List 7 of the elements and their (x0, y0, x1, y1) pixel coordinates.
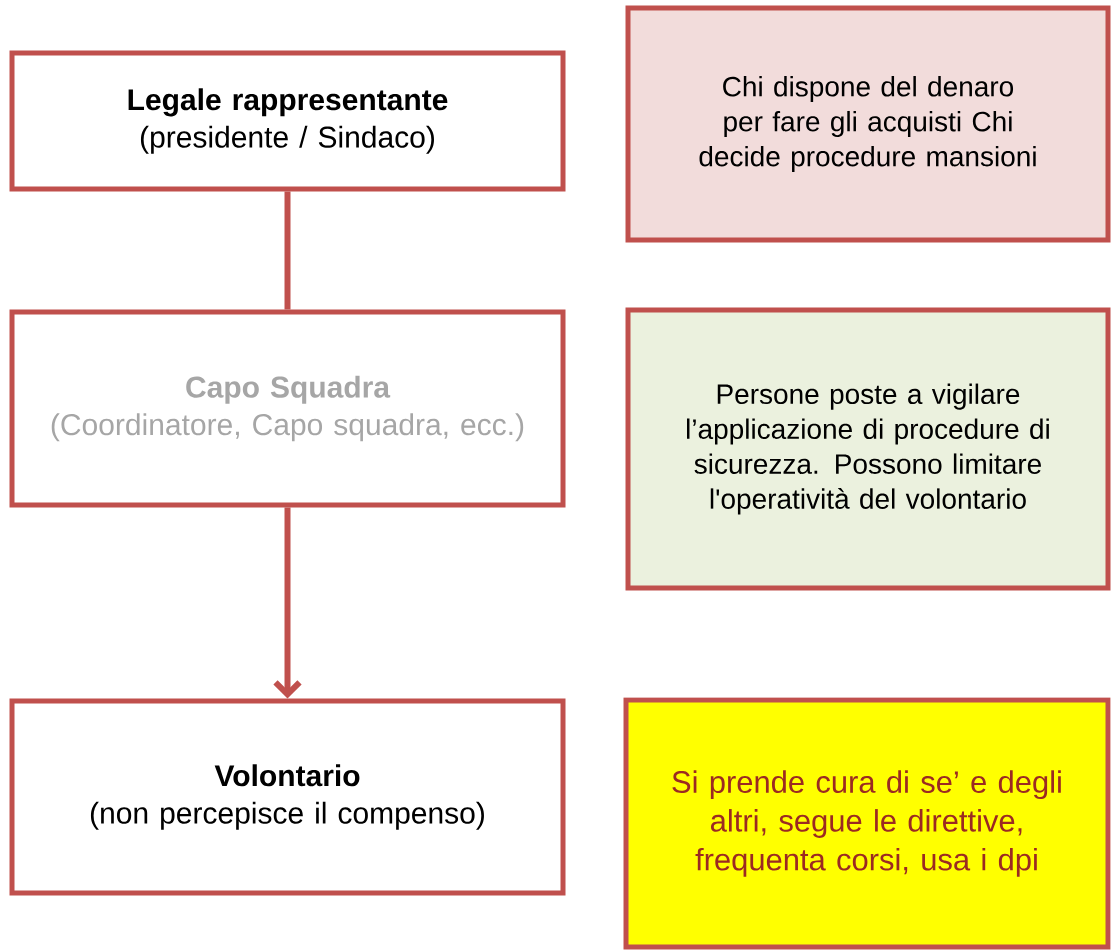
info-box: Chi dispone del denaro per fare gli acquisti Chi decide procedure mansioni (625, 5, 1111, 243)
info-box: Si prende cura di se’ e degli altri, segue le direttive, frequenta corsi, usa i dpi (623, 697, 1111, 950)
role-box: Capo Squadra (Coordinatore, Capo squadra, ecc.) (9, 309, 566, 508)
info-box: Persone poste a vigilare l’applicazione di procedure di sicurezza. Possono limitare l'operatività del volontario (625, 307, 1111, 591)
arrow (273, 507, 302, 699)
role-box: Volontario (non percepisce il compenso) (9, 698, 566, 896)
role-box: Legale rappresentante (presidente / Sindaco) (9, 50, 566, 192)
